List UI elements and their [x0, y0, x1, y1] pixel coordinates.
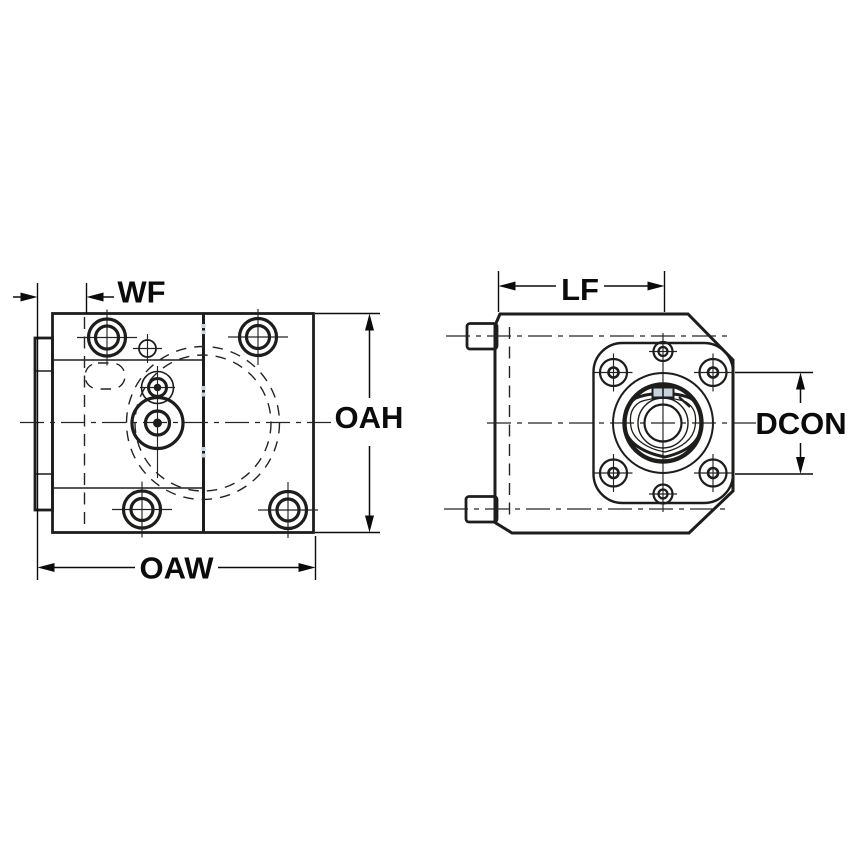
dim-oah: OAH — [315, 312, 404, 534]
dcon-label: DCON — [755, 406, 846, 441]
arrow-right-icon — [647, 281, 665, 291]
spindle-main — [130, 366, 185, 478]
oah-label: OAH — [335, 400, 404, 435]
arrow-up-icon — [796, 372, 805, 390]
dim-wf: WF — [13, 275, 166, 580]
locating-hole — [133, 334, 162, 363]
dim-dcon: DCON — [735, 371, 847, 475]
arrow-left-icon — [86, 292, 104, 302]
bolt-hole-bottom-right — [258, 482, 318, 538]
arrow-down-icon — [796, 457, 805, 474]
arrow-right-icon — [298, 563, 316, 572]
coupling-face — [612, 372, 714, 474]
side-body — [493, 312, 735, 535]
lf-label: LF — [561, 272, 599, 307]
dim-lf: LF — [497, 271, 666, 312]
flange-hole-top-right — [694, 353, 732, 392]
flange-hole-bottom-right — [694, 454, 732, 492]
dim-oaw: OAW — [37, 536, 317, 586]
arrow-right-icon — [20, 292, 38, 302]
oaw-label: OAW — [139, 551, 214, 586]
capto-polygon — [623, 392, 703, 459]
arrow-down-icon — [365, 515, 374, 533]
bolt-hole-top-right — [228, 309, 288, 365]
flange-hole-bottom-center — [649, 483, 677, 505]
wf-label: WF — [117, 275, 165, 310]
arrow-left-icon — [37, 563, 55, 572]
front-view — [20, 309, 334, 538]
flange-hole-bottom-left — [594, 454, 633, 492]
bolt-hole-bottom-left — [112, 481, 172, 538]
arrow-up-icon — [365, 313, 374, 331]
divider-gap-marks — [201, 324, 206, 458]
hidden-slot — [84, 362, 126, 390]
flange-hole-top-center — [649, 340, 677, 363]
flange-hole-top-left — [594, 353, 633, 392]
bolt-hole-top-left — [77, 309, 137, 366]
face-slot-line — [678, 396, 691, 408]
side-view — [444, 312, 756, 535]
arrow-left-icon — [498, 281, 516, 291]
